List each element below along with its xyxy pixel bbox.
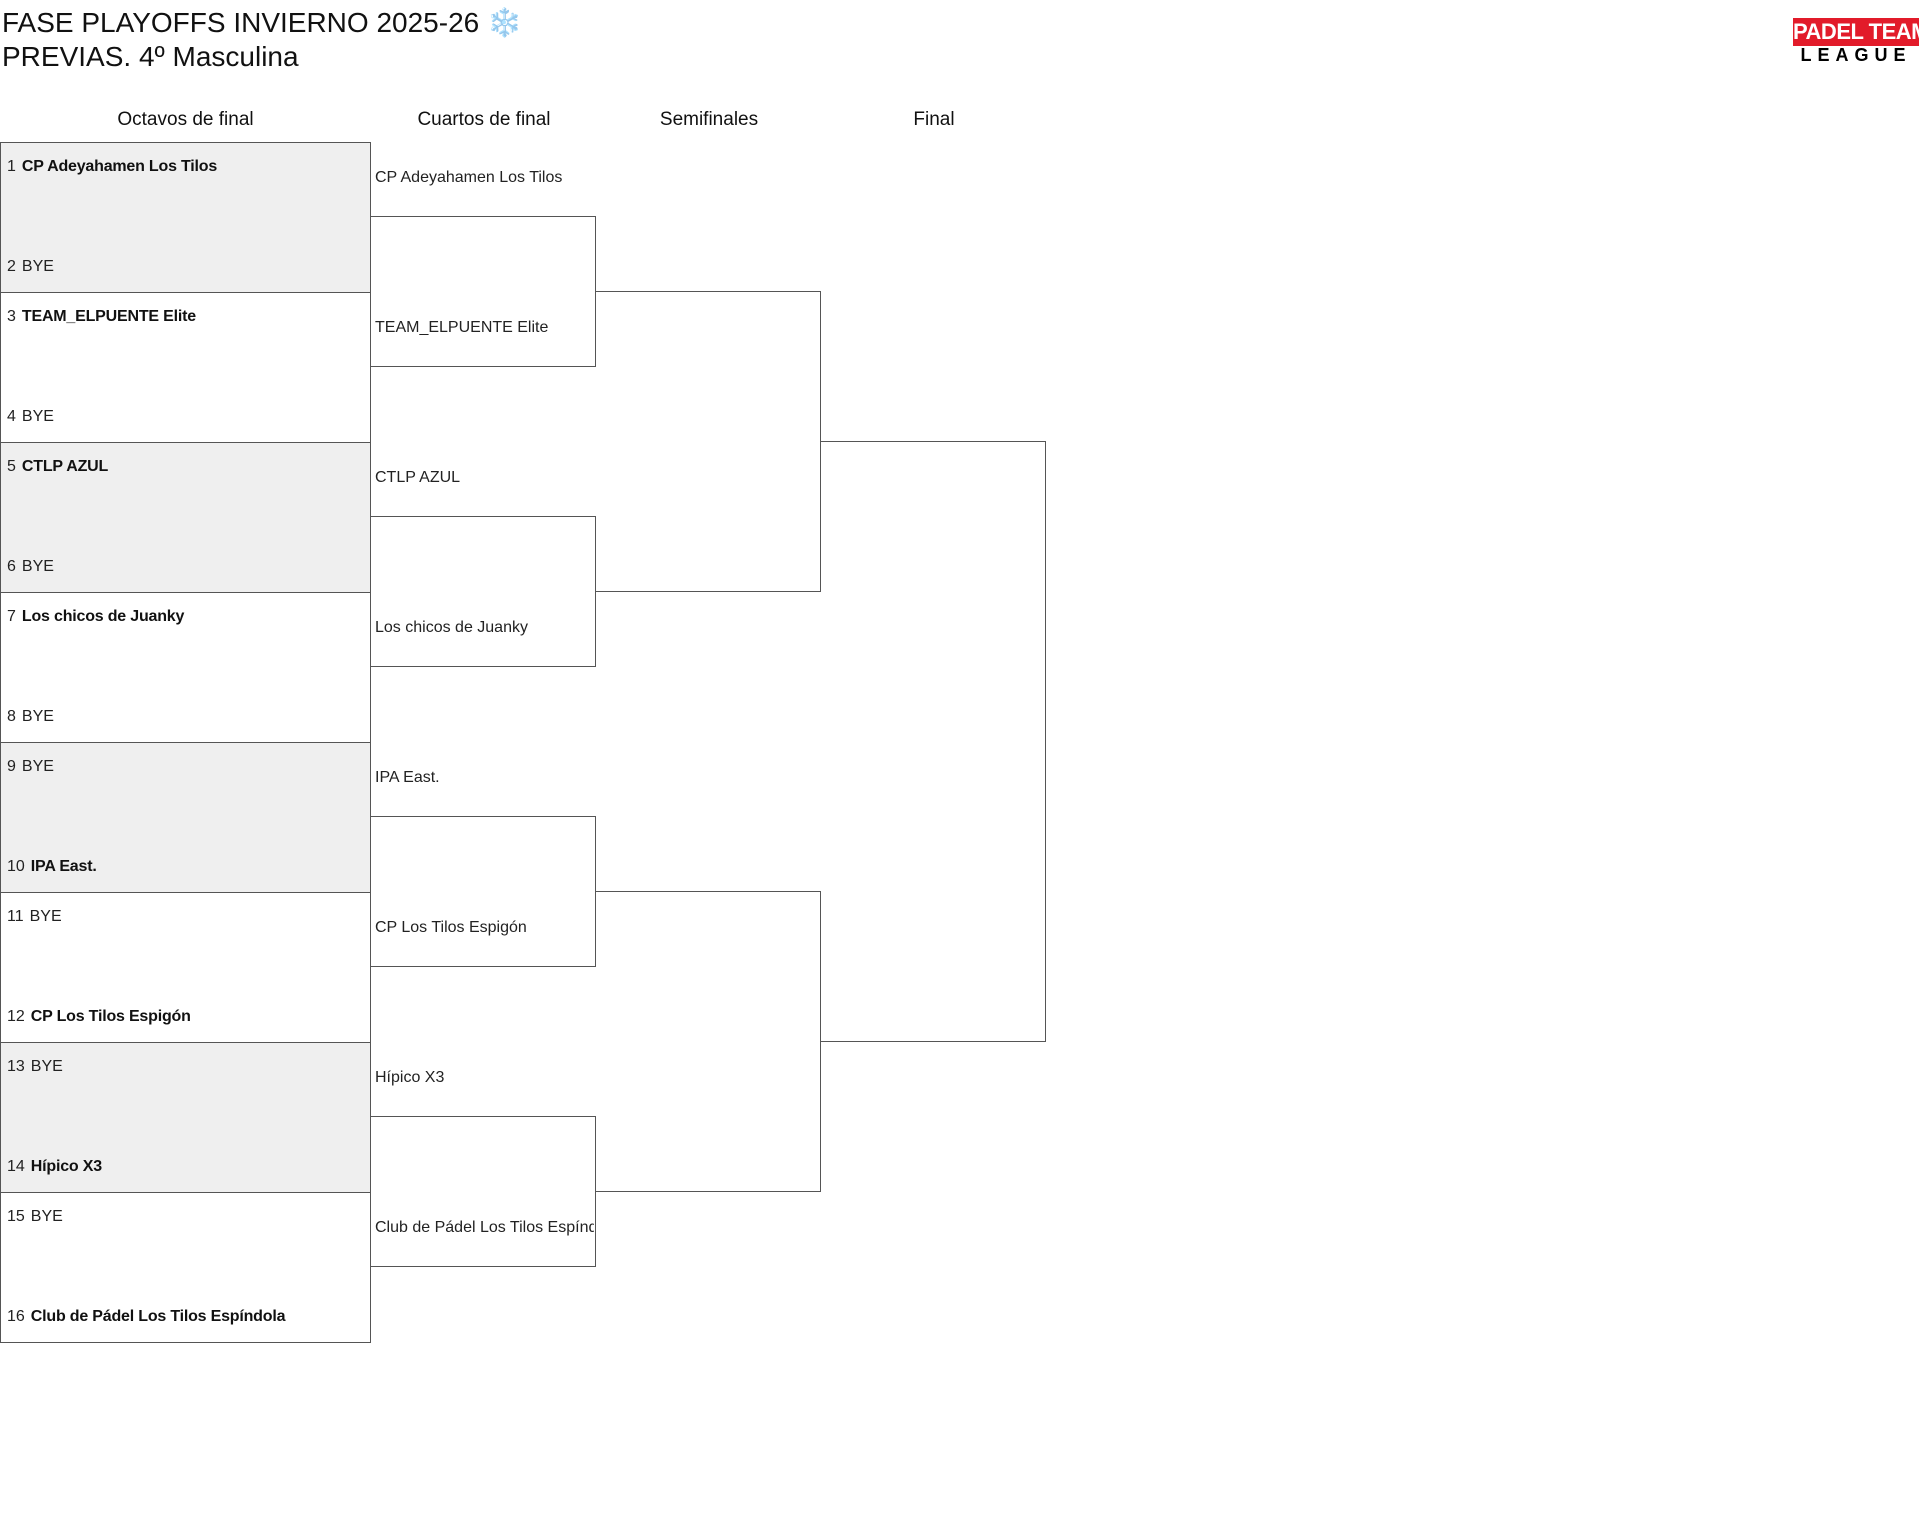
match-slot: 12 CP Los Tilos Espigón [7, 1007, 191, 1027]
seed-number: 6 [7, 558, 16, 575]
cuartos-team-7: Hípico X3 [375, 1069, 445, 1086]
match-slot: 5 CTLP AZUL [7, 457, 108, 477]
match-octavos-6: 11 BYE 12 CP Los Tilos Espigón [0, 892, 371, 1043]
seed-number: 3 [7, 308, 16, 325]
team-name: BYE [21, 558, 54, 575]
match-slot: 9 BYE [7, 757, 54, 777]
match-slot: 6 BYE [7, 557, 54, 577]
padel-team-league-logo: PADEL TEAM LEAGUE [1793, 18, 1919, 64]
team-name: IPA East. [30, 858, 97, 875]
bracket-connector-cuartos-2 [370, 516, 596, 667]
title-line-2: PREVIAS. 4º Masculina [2, 41, 299, 72]
bracket-connector-semifinal-2 [595, 891, 821, 1192]
match-slot: 13 BYE [7, 1057, 63, 1077]
team-name: CP Adeyahamen Los Tilos [21, 158, 218, 175]
seed-number: 13 [7, 1058, 25, 1075]
match-slot: 1 CP Adeyahamen Los Tilos [7, 157, 217, 177]
cuartos-team-8: Club de Pádel Los Tilos Espíndola [375, 1219, 594, 1236]
team-name: Hípico X3 [30, 1158, 102, 1175]
logo-text-bottom: LEAGUE [1800, 46, 1912, 64]
team-name: Los chicos de Juanky [21, 608, 185, 625]
match-octavos-3: 5 CTLP AZUL 6 BYE [0, 442, 371, 593]
match-octavos-5: 9 BYE 10 IPA East. [0, 742, 371, 893]
match-octavos-4: 7 Los chicos de Juanky 8 BYE [0, 592, 371, 743]
seed-number: 15 [7, 1208, 25, 1225]
match-octavos-8: 15 BYE 16 Club de Pádel Los Tilos Espíndol… [0, 1192, 371, 1343]
cuartos-team-5: IPA East. [375, 769, 440, 786]
seed-number: 10 [7, 858, 25, 875]
match-slot: 11 BYE [7, 907, 62, 927]
cuartos-team-3: CTLP AZUL [375, 469, 461, 486]
cuartos-team-4: Los chicos de Juanky [375, 619, 528, 636]
match-slot: 7 Los chicos de Juanky [7, 607, 184, 627]
seed-number: 11 [7, 908, 24, 925]
seed-number: 1 [7, 158, 16, 175]
match-slot: 4 BYE [7, 407, 54, 427]
team-name: Club de Pádel Los Tilos Espíndola [30, 1308, 286, 1325]
team-name: BYE [30, 1208, 63, 1225]
round-header-cuartos: Cuartos de final [417, 109, 551, 130]
bracket-connector-final [820, 441, 1046, 1042]
bracket-connector-cuartos-4 [370, 1116, 596, 1267]
round-header-semifinales: Semifinales [659, 109, 759, 130]
bracket-connector-cuartos-1 [370, 216, 596, 367]
round-header-final: Final [913, 109, 955, 130]
match-octavos-2: 3 TEAM_ELPUENTE Elite 4 BYE [0, 292, 371, 443]
team-name: TEAM_ELPUENTE Elite [21, 308, 196, 325]
logo-text-top: PADEL TEAM [1793, 18, 1919, 46]
seed-number: 9 [7, 758, 16, 775]
team-name: BYE [21, 408, 54, 425]
round-header-octavos: Octavos de final [117, 109, 254, 130]
seed-number: 8 [7, 708, 16, 725]
seed-number: 12 [7, 1008, 25, 1025]
team-name: CP Los Tilos Espigón [30, 1008, 191, 1025]
match-slot: 2 BYE [7, 257, 54, 277]
team-name: BYE [21, 708, 54, 725]
match-slot: 16 Club de Pádel Los Tilos Espíndola [7, 1307, 285, 1327]
seed-number: 16 [7, 1308, 25, 1325]
team-name: BYE [21, 758, 54, 775]
seed-number: 14 [7, 1158, 25, 1175]
team-name: BYE [30, 1058, 63, 1075]
seed-number: 5 [7, 458, 16, 475]
seed-number: 7 [7, 608, 16, 625]
match-slot: 3 TEAM_ELPUENTE Elite [7, 307, 196, 327]
seed-number: 2 [7, 258, 16, 275]
team-name: BYE [29, 908, 62, 925]
match-slot: 14 Hípico X3 [7, 1157, 102, 1177]
title-line-1: FASE PLAYOFFS INVIERNO 2025-26 ❄️ [2, 7, 522, 38]
page-title: FASE PLAYOFFS INVIERNO 2025-26 ❄️ PREVIA… [2, 6, 522, 74]
team-name: BYE [21, 258, 54, 275]
cuartos-team-6: CP Los Tilos Espigón [375, 919, 527, 936]
bracket-connector-cuartos-3 [370, 816, 596, 967]
match-octavos-1: 1 CP Adeyahamen Los Tilos 2 BYE [0, 142, 371, 293]
match-slot: 8 BYE [7, 707, 54, 727]
match-slot: 15 BYE [7, 1207, 63, 1227]
team-name: CTLP AZUL [21, 458, 109, 475]
cuartos-team-1: CP Adeyahamen Los Tilos [375, 169, 563, 186]
bracket-connector-semifinal-1 [595, 291, 821, 592]
match-octavos-7: 13 BYE 14 Hípico X3 [0, 1042, 371, 1193]
seed-number: 4 [7, 408, 16, 425]
cuartos-team-2: TEAM_ELPUENTE Elite [375, 319, 549, 336]
match-slot: 10 IPA East. [7, 857, 97, 877]
